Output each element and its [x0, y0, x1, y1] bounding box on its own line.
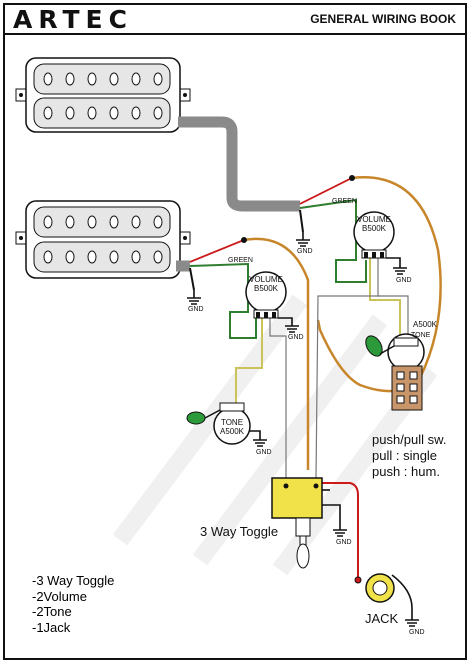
- orange-wires: [243, 176, 442, 470]
- neck-pickup-cable: [178, 116, 300, 212]
- green-ground-wires: [229, 235, 367, 339]
- output-red-wire: [322, 482, 359, 580]
- pushpull-note-line: push/pull sw.: [372, 432, 447, 447]
- tone-pot-left: [186, 402, 251, 445]
- gnd-label-toggle: GND: [336, 539, 352, 546]
- bridge-lead-wires: [189, 239, 249, 300]
- gnd-label-volume-right: GND: [396, 277, 412, 284]
- brand-logo: ARTEC: [13, 5, 133, 34]
- pushpull-note-line: pull : single: [372, 448, 438, 463]
- volume-pot-left: [245, 271, 287, 319]
- book-title: GENERAL WIRING BOOK: [310, 12, 456, 26]
- neck-lead-wires: [299, 177, 357, 235]
- green-label-bridge: GREEN: [228, 257, 253, 264]
- ground-symbols: [187, 239, 419, 627]
- toggle-label: 3 Way Toggle: [200, 524, 279, 539]
- gnd-label-bridge: GND: [188, 306, 204, 313]
- gnd-label-tone-left: GND: [256, 449, 272, 456]
- legend-item: -2Volume: [32, 588, 87, 604]
- legend-item: -1Jack: [32, 619, 71, 635]
- green-label-neck: GREEN: [332, 198, 357, 205]
- pushpull-pot-value-label: A500K: [413, 320, 438, 329]
- white-signal-wires: [269, 258, 409, 479]
- gnd-label-jack: GND: [409, 629, 425, 636]
- yellow-signal-wires: [235, 258, 401, 405]
- pushpull-note-line: push : hum.: [372, 464, 440, 479]
- neck-humbucker: [15, 57, 191, 133]
- pushpull-notes: push/pull sw. pull : single push : hum.: [372, 432, 446, 480]
- ground-wires: [193, 232, 413, 620]
- gnd-label-volume-left: GND: [288, 334, 304, 341]
- jack-label: JACK: [365, 611, 399, 626]
- pushpull-tone-pot: [365, 333, 425, 411]
- tone-capacitor-right: [365, 335, 383, 357]
- bridge-humbucker: [15, 200, 191, 279]
- pushpull-tone-label: TONE: [411, 332, 431, 339]
- three-way-toggle: [271, 477, 323, 569]
- volume-pot-right: [353, 211, 395, 259]
- parts-legend: -3 Way Toggle -2Volume -2Tone -1Jack: [32, 573, 114, 635]
- gnd-label-neck: GND: [297, 248, 313, 255]
- diagram-frame: [3, 3, 467, 660]
- tone-capacitor-left: [186, 411, 206, 425]
- legend-item: -2Tone: [32, 604, 72, 619]
- output-jack: [354, 573, 395, 603]
- legend-item: -3 Way Toggle: [32, 573, 115, 588]
- header-divider: [5, 33, 465, 35]
